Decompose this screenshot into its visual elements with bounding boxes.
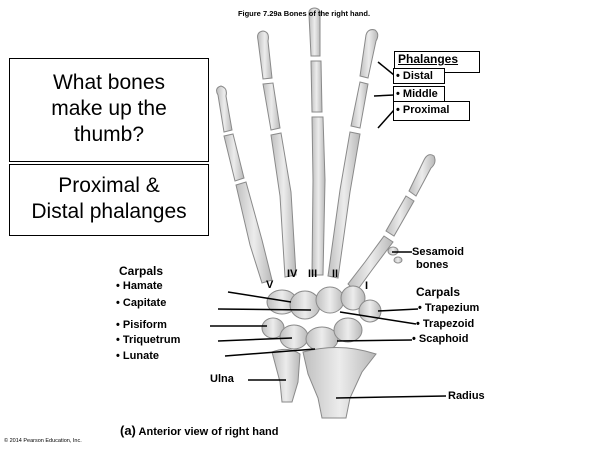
carpals-right-heading: Carpals	[416, 286, 460, 299]
question-line-3: thumb?	[10, 122, 208, 148]
sesamoid-line-1: Sesamoid	[412, 246, 464, 259]
question-line-1: What bones	[10, 70, 208, 96]
ulna-label: Ulna	[210, 373, 234, 386]
carpal-capitate-label: Capitate	[123, 297, 166, 309]
carpal-triquetrum-label: Triquetrum	[123, 334, 180, 346]
phalanges-distal: • Distal	[396, 70, 433, 83]
figure-caption: (a) Anterior view of right hand	[120, 424, 279, 439]
phalanges-proximal: • Proximal	[396, 104, 449, 117]
carpal-triquetrum: • Triquetrum	[116, 334, 180, 347]
metacarpal-iv: IV	[287, 268, 297, 281]
question-line-2: make up the	[10, 96, 208, 122]
carpal-hamate: • Hamate	[116, 280, 163, 293]
answer-box: Proximal & Distal phalanges	[9, 164, 209, 236]
answer-line-2: Distal phalanges	[10, 199, 208, 225]
carpal-scaphoid-label: Scaphoid	[419, 333, 469, 345]
phalanges-middle: • Middle	[396, 88, 438, 101]
radius-label: Radius	[448, 390, 485, 403]
phalanges-middle-label: Middle	[403, 88, 438, 100]
carpal-lunate: • Lunate	[116, 350, 159, 363]
figure-title: Figure 7.29a Bones of the right hand.	[0, 9, 608, 18]
sesamoid-line-2: bones	[416, 259, 448, 272]
carpal-lunate-label: Lunate	[123, 350, 159, 362]
caption-text: Anterior view of right hand	[139, 426, 279, 438]
carpal-trapezoid: • Trapezoid	[416, 318, 474, 331]
copyright-notice: © 2014 Pearson Education, Inc.	[4, 438, 82, 444]
question-box: What bones make up the thumb?	[9, 58, 209, 162]
carpal-capitate: • Capitate	[116, 297, 166, 310]
phalanges-proximal-label: Proximal	[403, 104, 449, 116]
carpal-scaphoid: • Scaphoid	[412, 333, 468, 346]
phalanges-distal-label: Distal	[403, 70, 433, 82]
carpal-hamate-label: Hamate	[123, 280, 163, 292]
metacarpal-iii: III	[308, 268, 317, 281]
carpals-left-heading: Carpals	[119, 265, 163, 278]
answer-line-1: Proximal &	[10, 173, 208, 199]
metacarpal-v: V	[266, 279, 273, 292]
caption-prefix: (a)	[120, 423, 136, 438]
carpal-pisiform-label: Pisiform	[123, 319, 167, 331]
carpal-trapezium: • Trapezium	[418, 302, 479, 315]
carpal-trapezoid-label: Trapezoid	[423, 318, 474, 330]
metacarpal-i: I	[365, 280, 368, 293]
phalanges-heading: Phalanges	[398, 53, 458, 66]
metacarpal-ii: II	[332, 268, 338, 281]
carpal-trapezium-label: Trapezium	[425, 302, 479, 314]
carpal-pisiform: • Pisiform	[116, 319, 167, 332]
